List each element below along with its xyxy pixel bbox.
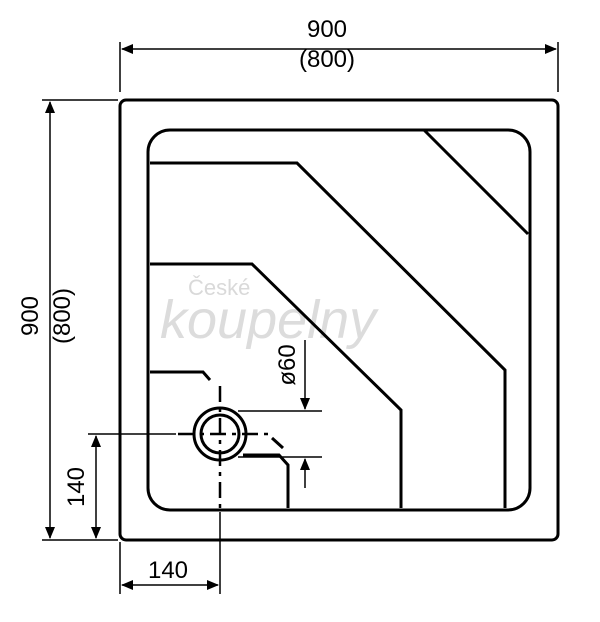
drain-offset-x-label: 140 — [148, 557, 188, 584]
contour-top-right — [422, 128, 530, 236]
contour-middle-step — [150, 262, 403, 508]
tray-contours — [150, 128, 530, 508]
drain-diameter-label: ø60 — [274, 344, 301, 385]
dimension-drain-diameter: ø60 — [238, 340, 322, 488]
dimension-drain-offset-y: 140 — [63, 433, 176, 539]
tray-inner-basin — [146, 128, 532, 512]
watermark: České koupelny — [160, 275, 379, 350]
contour-outer-step — [150, 161, 507, 508]
left-height-label: 900 — [17, 296, 44, 336]
contour-left-lip — [150, 370, 212, 381]
contour-lower-lip — [243, 453, 290, 508]
dimension-left: 900 (800) — [17, 99, 118, 541]
top-width-alt-label: (800) — [299, 46, 355, 73]
drain-offset-y-label: 140 — [63, 467, 90, 507]
top-width-label: 900 — [307, 16, 347, 43]
dimension-top: 900 (800) — [119, 16, 559, 92]
left-height-alt-label: (800) — [49, 288, 76, 344]
dimension-drain-offset-x: 140 — [119, 512, 221, 594]
watermark-line1: České — [188, 275, 250, 300]
watermark-line2: koupelny — [160, 290, 379, 350]
tray-outer-outline — [118, 98, 560, 542]
drain — [178, 386, 268, 510]
contour-drain-tick — [270, 436, 285, 450]
